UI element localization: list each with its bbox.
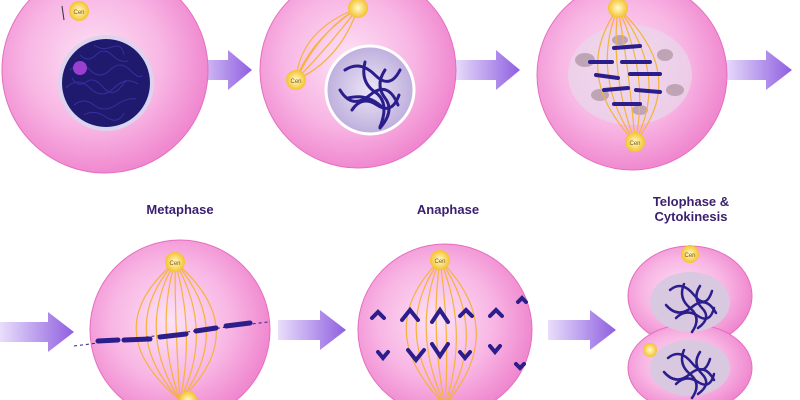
svg-text:Cen: Cen <box>629 141 640 147</box>
arrow-5 <box>278 310 346 350</box>
interphase-cell: Cen <box>2 0 208 173</box>
anaphase-cell: Cen <box>358 244 532 400</box>
telophase-cell: Cen <box>628 245 752 400</box>
arrow-3 <box>724 50 792 90</box>
anaphase-label: Anaphase <box>388 202 508 217</box>
svg-text:Cen: Cen <box>434 259 445 265</box>
telophase-label-line1: Telophase & <box>626 194 756 209</box>
metaphase-cell: Cen <box>74 240 270 400</box>
nucleus <box>326 46 414 134</box>
centrosome: Cen <box>430 250 450 270</box>
metaphase-label: Metaphase <box>120 202 240 217</box>
centrosome: Cen <box>69 1 89 21</box>
nucleus <box>650 272 730 332</box>
arrow-6 <box>548 310 616 350</box>
svg-text:Cen: Cen <box>684 253 695 259</box>
prophase-cell: Cen <box>260 0 456 168</box>
nucleus <box>58 35 154 131</box>
svg-text:Cen: Cen <box>73 10 84 16</box>
svg-text:Cen: Cen <box>290 79 301 85</box>
svg-text:Cen: Cen <box>169 261 180 267</box>
telophase-label: Telophase & Cytokinesis <box>626 194 756 224</box>
arrow-2 <box>454 50 520 90</box>
prometaphase-cell: Cen <box>537 0 727 170</box>
arrow-4 <box>0 312 74 352</box>
telophase-label-line2: Cytokinesis <box>626 209 756 224</box>
